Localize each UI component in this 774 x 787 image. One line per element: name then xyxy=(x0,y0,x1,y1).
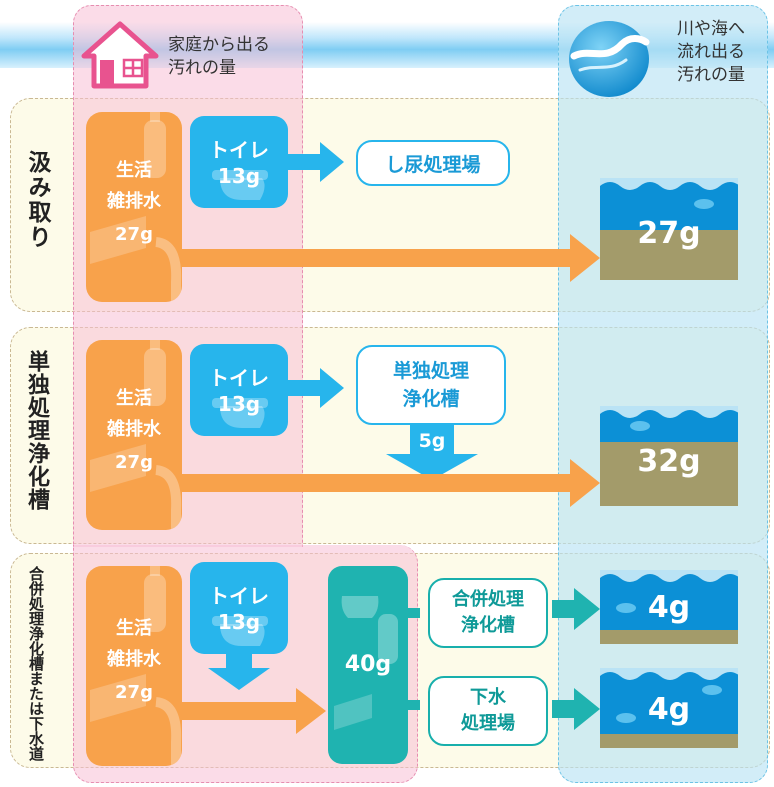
river-outflow-row3a: 4g xyxy=(647,590,691,625)
greywater-line2: 雑排水 xyxy=(107,191,161,212)
greywater-line2: 雑排水 xyxy=(107,649,161,670)
river-globe-icon xyxy=(566,18,652,100)
facility-tandoku: 単独処理 浄化槽 xyxy=(356,345,506,425)
facility-gappei-label: 合併処理 浄化槽 xyxy=(452,589,524,636)
facility-gappei: 合併処理 浄化槽 xyxy=(428,578,548,648)
row-label-kumitori: 汲み取り xyxy=(24,150,50,250)
combined-box: 40g xyxy=(328,566,408,764)
greywater-box: 生活 雑排水 27g xyxy=(86,340,182,530)
house-icon xyxy=(80,20,160,92)
household-header-label: 家庭から出る 汚れの量 xyxy=(168,35,270,78)
row-label-tandoku: 単独処理浄化槽 xyxy=(24,350,49,511)
greywater-line1: 生活 xyxy=(116,388,152,409)
toilet-label: トイレ xyxy=(209,366,269,390)
river-water-row2: 32g xyxy=(600,406,738,506)
river-water-row3b: 4g xyxy=(600,668,738,748)
toilet-box: トイレ 13g xyxy=(190,562,288,654)
toilet-value: 13g xyxy=(217,164,261,188)
river-header-label: 川や海へ 流れ出る 汚れの量 xyxy=(677,19,745,85)
greywater-box: 生活 雑排水 27g xyxy=(86,566,182,766)
toilet-icon xyxy=(212,616,268,646)
facility-gesui-label: 下水 処理場 xyxy=(461,687,515,734)
greywater-box: 生活 雑排水 27g xyxy=(86,112,182,302)
greywater-line1: 生活 xyxy=(116,618,152,639)
river-column xyxy=(558,5,768,783)
facility-tandoku-outflow: 5g xyxy=(418,430,446,452)
toilet-label: トイレ xyxy=(209,138,269,162)
greywater-line1: 生活 xyxy=(116,160,152,181)
river-water-row1: 27g xyxy=(600,178,738,280)
river-water-row3a: 4g xyxy=(600,570,738,644)
row-label-gappei: 合併処理浄化槽または下水道 xyxy=(27,566,45,761)
soap-bottle-icon xyxy=(90,566,182,766)
toilet-box: トイレ 13g xyxy=(190,344,288,436)
river-outflow-row1: 27g xyxy=(637,216,701,251)
toilet-box: トイレ 13g xyxy=(190,116,288,208)
river-outflow-row3b: 4g xyxy=(647,692,691,727)
toilet-value: 13g xyxy=(217,610,261,634)
facility-tandoku-label: 単独処理 浄化槽 xyxy=(392,360,469,410)
toilet-value: 13g xyxy=(217,392,261,416)
facility-gesui: 下水 処理場 xyxy=(428,676,548,746)
soap-bottle-icon xyxy=(90,340,182,530)
greywater-line2: 雑排水 xyxy=(107,419,161,440)
toilet-icon xyxy=(212,170,268,200)
toilet-icon xyxy=(212,398,268,428)
greywater-value: 27g xyxy=(115,224,153,245)
river-outflow-row2: 32g xyxy=(637,444,701,479)
facility-shinyo-label: し尿処理場 xyxy=(385,153,481,176)
combined-icons xyxy=(334,596,398,730)
greywater-value: 27g xyxy=(115,452,153,473)
facility-shinyo: し尿処理場 xyxy=(356,140,510,186)
combined-value: 40g xyxy=(344,652,392,677)
toilet-label: トイレ xyxy=(209,584,269,608)
greywater-value: 27g xyxy=(115,682,153,703)
soap-bottle-icon xyxy=(90,112,182,302)
